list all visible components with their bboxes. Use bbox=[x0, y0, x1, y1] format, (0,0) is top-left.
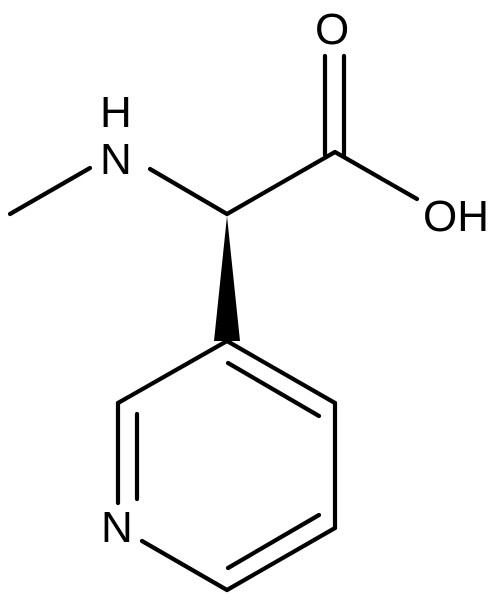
ring-bond-c3-c4 bbox=[224, 338, 338, 406]
amine-alpha-carbon-bond bbox=[147, 166, 230, 217]
carbonyl-oxygen-label: O bbox=[315, 5, 349, 54]
amine-hydrogen-label: H bbox=[100, 88, 132, 137]
ring-bond-c2-c3 bbox=[115, 338, 230, 406]
alpha-carboxyl-bond bbox=[224, 149, 338, 217]
ring-bond-c6-n1 bbox=[139, 538, 230, 593]
ring-bond-c5-c6 bbox=[224, 525, 338, 593]
amine-nitrogen-label: N bbox=[100, 135, 132, 184]
ring-nitrogen-label: N bbox=[101, 503, 133, 552]
carboxyl-hydroxyl-bond bbox=[332, 149, 420, 202]
ring-inner-bond-c3-c4 bbox=[225, 360, 322, 419]
hydroxyl-label: OH bbox=[423, 192, 489, 241]
ring-inner-bond-c5-c6 bbox=[225, 512, 322, 571]
stereo-wedge-bond bbox=[214, 216, 240, 341]
methyl-amine-bond bbox=[7, 165, 93, 217]
